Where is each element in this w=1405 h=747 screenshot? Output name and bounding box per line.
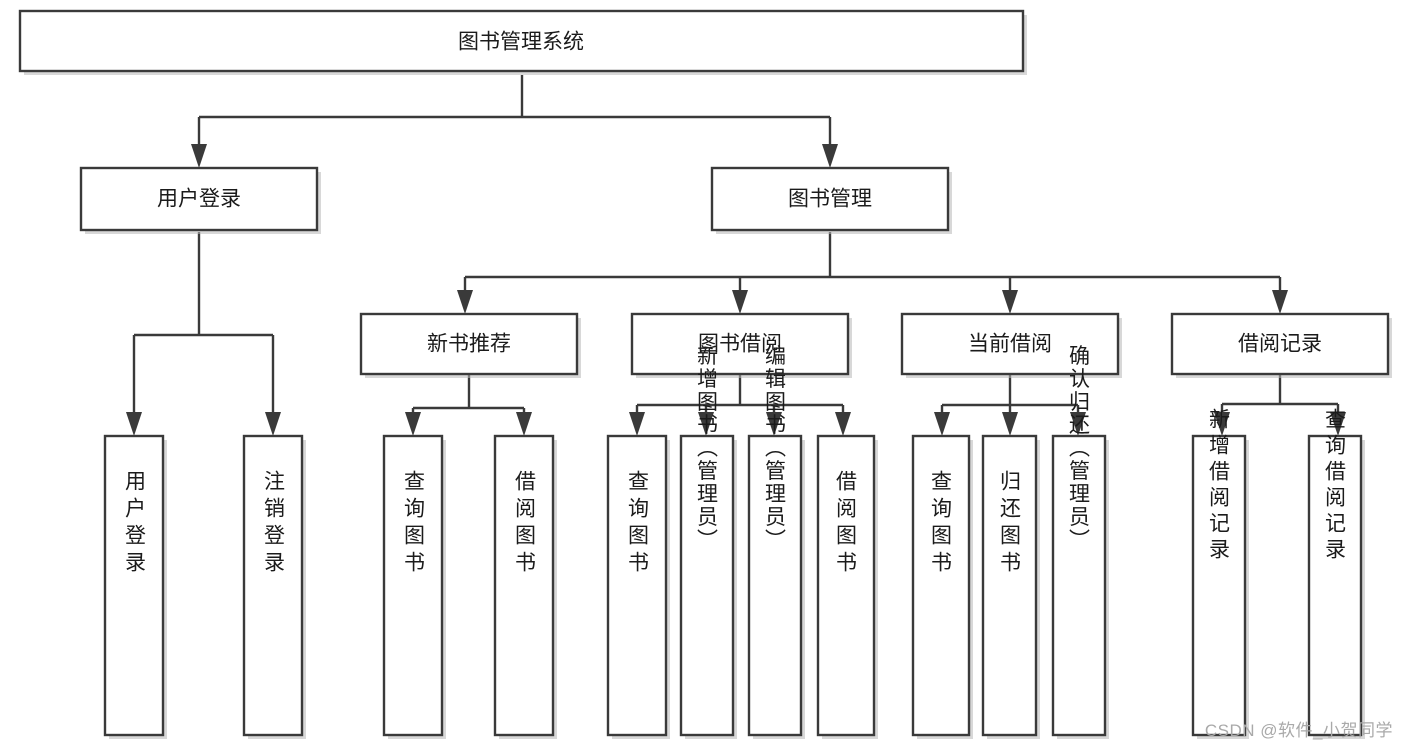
- leaf-query-book-1-box: [382, 434, 444, 737]
- leaf-borrow-book-1-label: 借阅图书: [513, 470, 537, 578]
- node-leaf-query-book-3[interactable]: 查询图书: [911, 434, 973, 739]
- node-user-login[interactable]: 用户登录: [79, 166, 321, 234]
- leaf-edit-book-box: [747, 434, 803, 737]
- node-leaf-borrow-book-2[interactable]: 借阅图书: [816, 434, 878, 739]
- arrow-head-book-management: [822, 144, 838, 168]
- book-management-label: 图书管理: [788, 188, 872, 211]
- arrow-head-leaf-logout: [265, 412, 281, 436]
- arrow-head-leaf-user-login: [126, 412, 142, 436]
- node-leaf-query-book-1[interactable]: 查询图书: [382, 434, 446, 739]
- user-login-box: [79, 166, 319, 232]
- node-book-management[interactable]: 图书管理: [710, 166, 952, 234]
- leaf-return-book-box: [981, 434, 1038, 737]
- watermark-text: CSDN @软件_小贺同学: [1204, 721, 1393, 740]
- node-root[interactable]: 图书管理系统: [18, 9, 1027, 75]
- arrow-head-leaf-add-record: [1214, 412, 1230, 436]
- edges-layer: [126, 75, 1346, 436]
- leaf-user-login-label: 用户登录: [123, 470, 147, 578]
- leaf-query-book-2-box: [606, 434, 668, 737]
- arrow-head-leaf-query-book-3: [934, 412, 950, 436]
- leaf-return-book-label: 归还图书: [998, 470, 1022, 578]
- node-current-borrow[interactable]: 当前借阅: [900, 312, 1122, 378]
- leaf-user-login-box: [103, 434, 165, 737]
- leaf-add-record-box: [1191, 434, 1247, 737]
- arrow-head-leaf-query-record: [1330, 412, 1346, 436]
- node-leaf-logout[interactable]: 注销登录: [242, 434, 306, 739]
- current-borrow-label: 当前借阅: [968, 333, 1052, 356]
- node-leaf-add-book[interactable]: 新增图书（管理员）: [679, 345, 737, 740]
- leaf-logout-box: [242, 434, 304, 737]
- borrow-record-box: [1170, 312, 1390, 376]
- book-borrow-label: 图书借阅: [698, 333, 782, 356]
- arrow-head-new-book-recommend: [457, 290, 473, 314]
- node-new-book-recommend[interactable]: 新书推荐: [359, 312, 581, 378]
- leaf-borrow-book-2-label: 借阅图书: [834, 470, 858, 578]
- root-label: 图书管理系统: [458, 31, 584, 54]
- new-book-label: 新书推荐: [427, 333, 511, 356]
- leaf-query-record-label: 查询借阅记录: [1323, 408, 1347, 564]
- arrow-head-leaf-add-book: [698, 412, 714, 436]
- arrow-head-book-borrow: [732, 290, 748, 314]
- leaf-query-book-3-box: [911, 434, 971, 737]
- arrow-head-leaf-query-book-2: [629, 412, 645, 436]
- node-leaf-borrow-book-1[interactable]: 借阅图书: [493, 434, 557, 739]
- arrow-head-user-login: [191, 144, 207, 168]
- arrow-head-leaf-borrow-book-1: [516, 412, 532, 436]
- leaf-query-book-2-label: 查询图书: [626, 470, 650, 578]
- current-borrow-box: [900, 312, 1120, 376]
- arrow-head-current-borrow: [1002, 290, 1018, 314]
- node-book-borrow[interactable]: 图书借阅: [630, 312, 852, 378]
- leaf-confirm-return-label: 确认归还（管理员）: [1067, 345, 1091, 552]
- leaf-query-record-box: [1307, 434, 1363, 737]
- leaf-borrow-book-1-box: [493, 434, 555, 737]
- arrow-head-leaf-query-book-1: [405, 412, 421, 436]
- node-leaf-edit-book[interactable]: 编辑图书（管理员）: [747, 345, 805, 740]
- user-login-label: 用户登录: [157, 188, 241, 211]
- leaf-edit-book-label: 编辑图书（管理员）: [763, 345, 787, 552]
- arrow-head-borrow-record: [1272, 290, 1288, 314]
- leaf-borrow-book-2-box: [816, 434, 876, 737]
- node-leaf-query-book-2[interactable]: 查询图书: [606, 434, 670, 739]
- borrow-record-label: 借阅记录: [1238, 333, 1322, 356]
- leaf-add-book-label: 新增图书（管理员）: [695, 345, 719, 552]
- root-box: [18, 9, 1025, 73]
- book-borrow-box: [630, 312, 850, 376]
- node-borrow-record[interactable]: 借阅记录: [1170, 312, 1392, 378]
- arrow-head-leaf-borrow-book-2: [835, 412, 851, 436]
- leaf-confirm-return-box: [1051, 434, 1107, 737]
- leaf-add-record-label: 新增借阅记录: [1207, 408, 1231, 564]
- node-leaf-query-record[interactable]: 查询借阅记录: [1307, 408, 1365, 739]
- leaf-add-book-box: [679, 434, 735, 737]
- node-leaf-user-login[interactable]: 用户登录: [103, 434, 167, 739]
- leaf-logout-label: 注销登录: [262, 470, 286, 578]
- leaf-query-book-1-label: 查询图书: [402, 470, 426, 578]
- new-book-box: [359, 312, 579, 376]
- leaf-query-book-3-label: 查询图书: [929, 470, 953, 578]
- arrow-head-leaf-confirm-return: [1070, 412, 1086, 436]
- arrow-head-leaf-return-book: [1002, 412, 1018, 436]
- book-management-box: [710, 166, 950, 232]
- arrow-head-leaf-edit-book: [766, 412, 782, 436]
- node-leaf-confirm-return[interactable]: 确认归还（管理员）: [1051, 345, 1109, 740]
- node-leaf-add-record[interactable]: 新增借阅记录: [1191, 408, 1249, 739]
- node-leaf-return-book[interactable]: 归还图书: [981, 434, 1040, 739]
